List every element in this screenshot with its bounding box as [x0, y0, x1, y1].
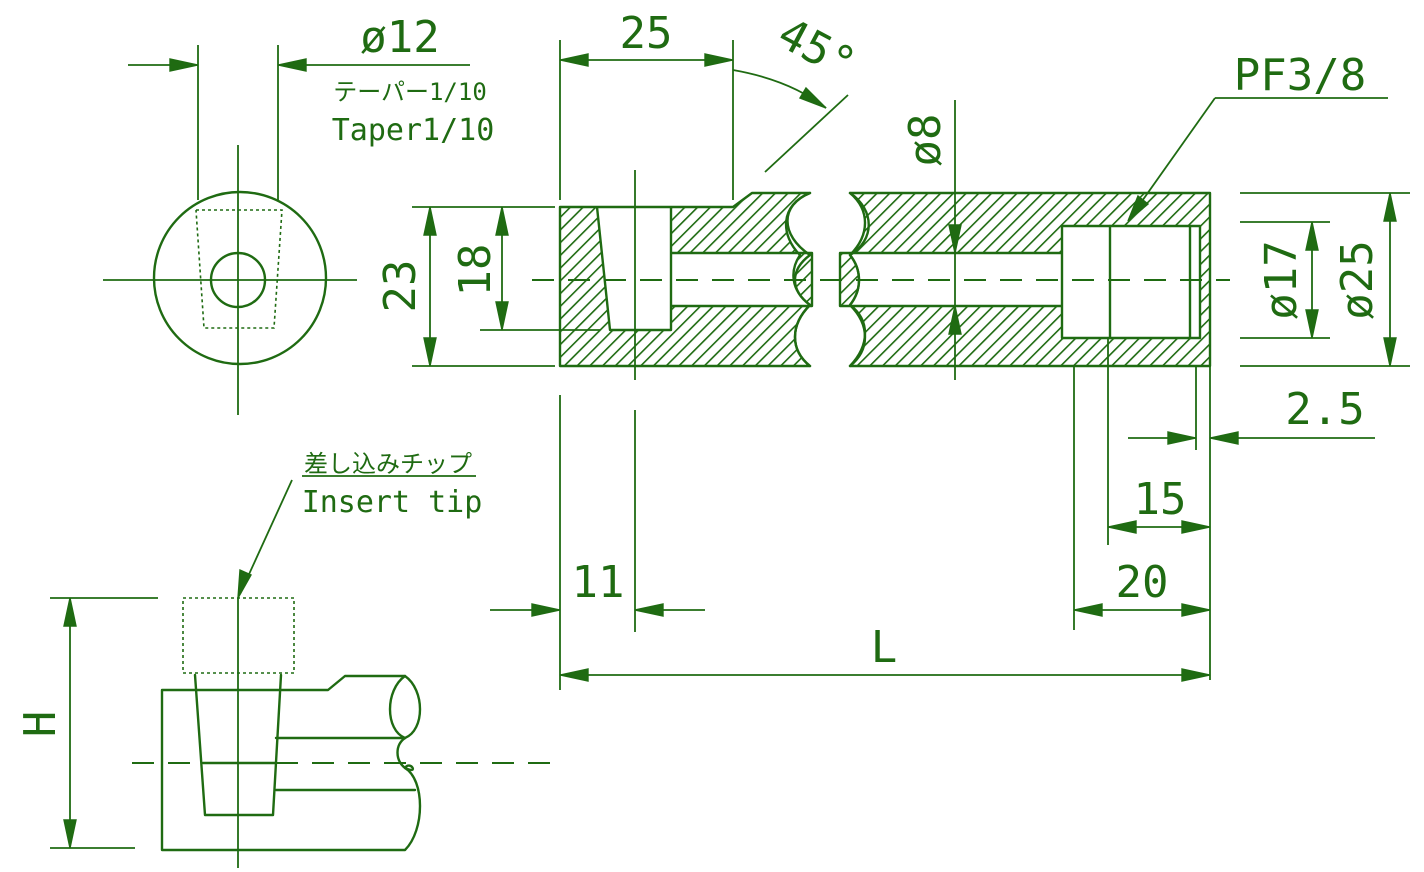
arrow: [704, 53, 734, 67]
arrow: [277, 58, 307, 72]
arrow: [1073, 603, 1103, 617]
break-line: [848, 191, 870, 368]
arrow: [1107, 520, 1137, 534]
assembly-view: 差し込みチップ Insert tip H: [15, 450, 553, 868]
section-view: 45° 25 ø8 PF3/8 23 18: [375, 8, 1410, 690]
outer-circle: [152, 190, 328, 366]
arrow: [237, 568, 252, 599]
insert-tip-jp-label: 差し込みチップ: [304, 450, 472, 478]
phi17-label: ø17: [1256, 240, 1307, 319]
arrow: [1167, 431, 1197, 445]
arrow: [63, 819, 77, 849]
taper-jp-label: テーパー1/10: [333, 78, 487, 106]
arrow: [1383, 337, 1397, 367]
arrow: [559, 53, 589, 67]
arrow: [531, 603, 561, 617]
d23-label: 23: [375, 260, 426, 313]
arrow: [798, 86, 827, 109]
arrow: [1209, 431, 1239, 445]
leader-line: [1129, 97, 1216, 219]
phi25-label: ø25: [1332, 240, 1383, 319]
arrow: [423, 337, 437, 367]
taper-hole-hidden: [195, 209, 283, 329]
end-view: ø12 テーパー1/10 Taper1/10: [103, 12, 494, 415]
taper-en-label: Taper1/10: [332, 113, 495, 148]
taper-hole: [193, 673, 283, 817]
arrow: [1181, 668, 1211, 682]
insert-tip-en-label: Insert tip: [302, 485, 483, 520]
arrow: [63, 597, 77, 627]
pf38-label: PF3/8: [1234, 50, 1366, 101]
arrow: [559, 668, 589, 682]
arrow: [495, 206, 509, 236]
arrow: [1305, 309, 1319, 339]
arrow: [1181, 603, 1211, 617]
d25-label: 25: [620, 8, 673, 59]
d15-label: 15: [1134, 474, 1187, 525]
L-label: L: [871, 622, 898, 673]
phi12-label: ø12: [360, 12, 439, 63]
phi8-label: ø8: [900, 114, 951, 167]
arrow: [1305, 221, 1319, 251]
arrow: [495, 301, 509, 331]
arrow: [948, 224, 962, 254]
break-line: [403, 764, 415, 772]
d18-label: 18: [450, 244, 501, 297]
angle45-label: 45°: [770, 8, 864, 90]
body-outline: [160, 674, 422, 852]
d20-label: 20: [1116, 557, 1169, 608]
arrow: [1127, 194, 1150, 222]
H-label: H: [15, 711, 66, 738]
arrow: [169, 58, 199, 72]
arrow: [1181, 520, 1211, 534]
d2-5-label: 2.5: [1285, 384, 1364, 435]
arrow: [948, 305, 962, 335]
arrow: [423, 206, 437, 236]
d11-label: 11: [572, 557, 625, 608]
break-line: [786, 191, 812, 368]
arrow: [634, 603, 664, 617]
break-line: [388, 674, 407, 740]
chamfer-line: [764, 94, 849, 173]
arrow: [1383, 192, 1397, 222]
